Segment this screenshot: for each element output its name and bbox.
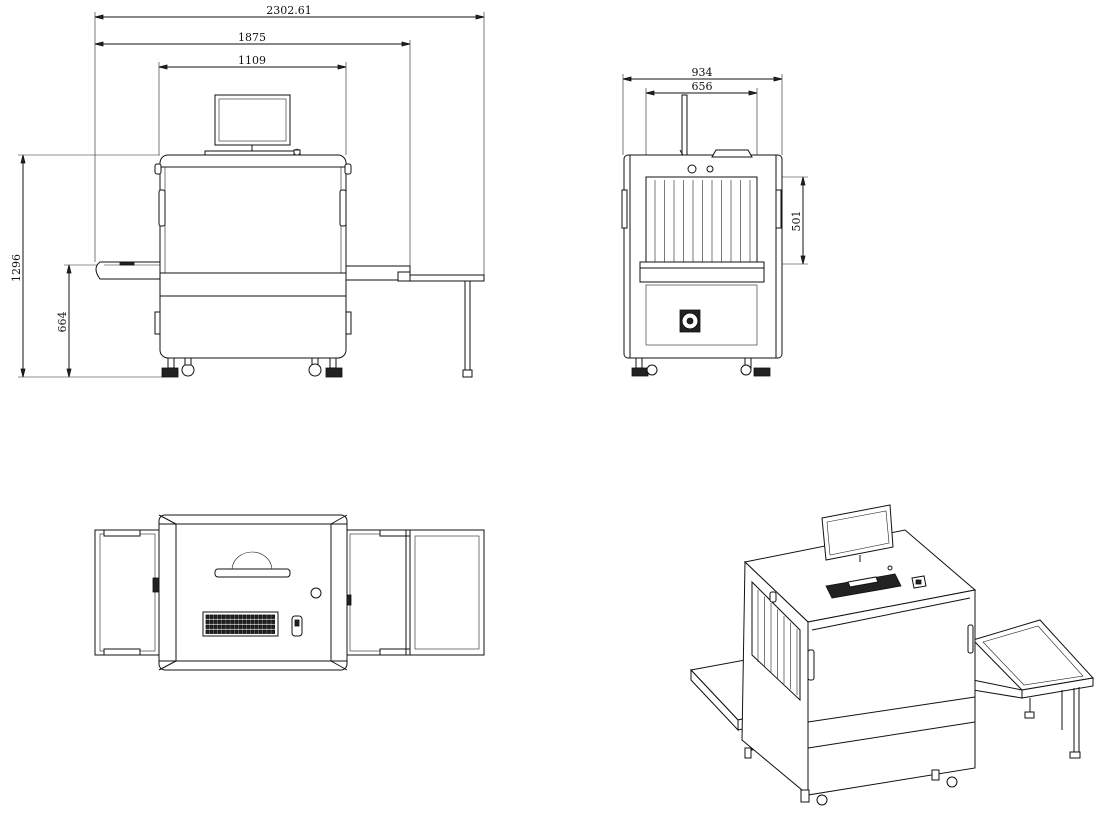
- dimension-overall-depth: 934: [622, 66, 783, 155]
- iso-keyboard: [825, 565, 902, 599]
- right-conveyor-front: [344, 265, 485, 378]
- right-conveyor-top: [345, 529, 485, 656]
- main-body-top: [152, 514, 352, 671]
- monitor-front: [204, 94, 301, 157]
- dimension-conveyor-height: 664: [56, 264, 100, 378]
- feet-side: [631, 357, 771, 377]
- dimension-overall-depth-label: 934: [692, 66, 713, 79]
- dimension-body-width-label: 1109: [238, 54, 266, 67]
- left-conveyor-top: [94, 529, 161, 656]
- left-conveyor-front: [95, 261, 161, 280]
- main-body-front: [154, 148, 352, 359]
- dimension-total-height: 1296: [10, 154, 165, 378]
- dimension-overall-length: 2302.61: [94, 4, 485, 280]
- front-view: 2302.61 1875 1109 1296: [10, 4, 485, 378]
- dimension-total-height-label: 1296: [10, 254, 23, 282]
- iso-right-conveyor: [972, 619, 1094, 759]
- keyboard-top: [202, 611, 279, 637]
- feet-front: [161, 357, 343, 378]
- iso-tunnel-slats: [757, 590, 798, 695]
- key-switch-top: [291, 615, 303, 637]
- tunnel-slats: [654, 180, 751, 262]
- iso-main-body: [741, 529, 977, 797]
- dimension-conveyor-length: 1875: [94, 31, 411, 270]
- dimension-overall-length-label: 2302.61: [266, 4, 312, 17]
- top-view: [94, 514, 485, 671]
- iso-monitor: [821, 504, 894, 562]
- dimension-tunnel-width-label: 656: [692, 80, 713, 93]
- side-view: 934 656 501: [621, 66, 808, 377]
- dimension-body-width: 1109: [158, 54, 347, 155]
- dimension-conveyor-height-label: 664: [56, 312, 69, 333]
- monitor-side: [679, 94, 688, 158]
- iso-key-switch: [911, 575, 927, 589]
- iso-feet: [744, 747, 958, 806]
- main-body-side: [621, 149, 783, 359]
- isometric-view: [690, 504, 1094, 806]
- dimension-conveyor-length-label: 1875: [238, 31, 266, 44]
- dimension-tunnel-height-label: 501: [790, 211, 803, 232]
